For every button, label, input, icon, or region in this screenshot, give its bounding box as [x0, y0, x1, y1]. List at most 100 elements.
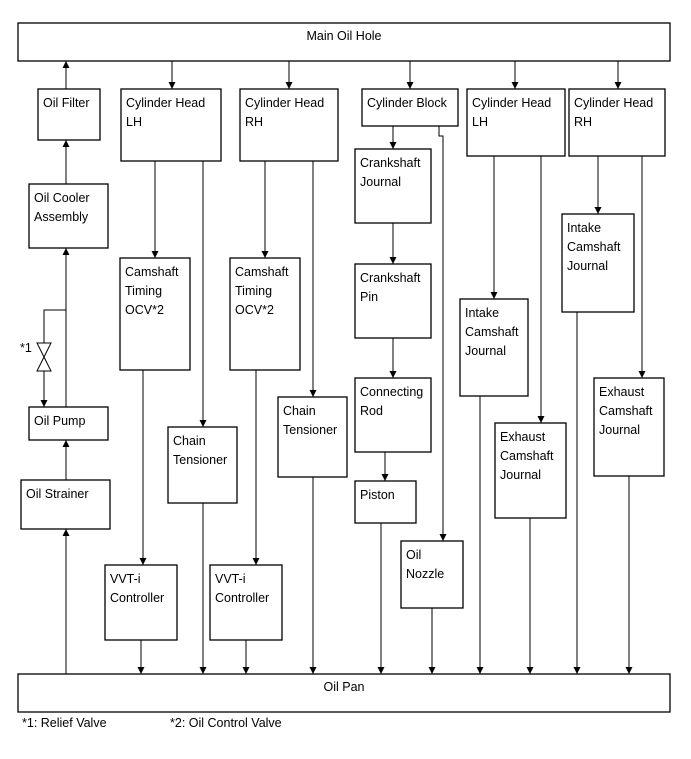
flow-arrowhead [139, 558, 147, 565]
flow-arrowhead [40, 400, 48, 407]
box-outline [494, 422, 567, 519]
box-oil-strainer: Oil Strainer [20, 479, 111, 530]
flow-arrowhead [309, 390, 317, 397]
flow-arrowhead [389, 257, 397, 264]
flow-arrowhead [62, 440, 70, 447]
flow-arrowhead [199, 667, 207, 674]
flow-arrowhead [62, 140, 70, 147]
box-label: Exhaust [500, 430, 546, 444]
box-label: RH [574, 115, 592, 129]
box-label: Journal [567, 259, 608, 273]
box-outline [229, 257, 301, 371]
flow-arrowhead [62, 529, 70, 536]
box-outline [354, 480, 417, 524]
box-label: Oil Pan [324, 680, 365, 694]
box-label: Oil Pump [34, 414, 85, 428]
box-outline [239, 88, 339, 162]
flow-arrowhead [242, 667, 250, 674]
box-label: Chain [283, 404, 316, 418]
box-label: OCV*2 [235, 303, 274, 317]
box-outline [466, 88, 566, 157]
flow-arrowhead [168, 82, 176, 89]
box-cyl-block: Cylinder Block [361, 88, 459, 127]
box-outline [593, 377, 665, 477]
box-label: Controller [215, 591, 269, 605]
box-label: Connecting [360, 385, 423, 399]
flow-arrowhead [511, 82, 519, 89]
flow-arrowhead [573, 667, 581, 674]
box-label: Journal [465, 344, 506, 358]
box-oil-pan: Oil Pan [17, 673, 671, 713]
box-outline [20, 479, 111, 530]
flow-arrowhead [389, 371, 397, 378]
flow-line [438, 126, 444, 541]
box-label: Oil Filter [43, 96, 90, 110]
flow-arrowhead [62, 248, 70, 255]
box-label: Journal [360, 175, 401, 189]
box-label: Chain [173, 434, 206, 448]
flow-arrowhead [199, 420, 207, 427]
box-label: Pin [360, 290, 378, 304]
box-label: Journal [599, 423, 640, 437]
flow-arrowhead [261, 251, 269, 258]
box-main-oil-hole: Main Oil Hole [17, 22, 671, 62]
box-outline [354, 263, 432, 339]
box-label: Oil [406, 548, 421, 562]
box-label: Camshaft [599, 404, 653, 418]
flow-arrowhead [252, 558, 260, 565]
box-oil-pump: Oil Pump [28, 406, 109, 441]
flow-arrowhead [62, 61, 70, 68]
box-outline [354, 377, 432, 453]
flow-arrowhead [625, 667, 633, 674]
box-label: Main Oil Hole [306, 29, 381, 43]
box-label: Cylinder Head [126, 96, 205, 110]
box-label: Intake [465, 306, 499, 320]
box-outline [28, 183, 109, 249]
flow-arrowhead [285, 82, 293, 89]
flow-line [43, 309, 66, 343]
flow-arrowhead [377, 667, 385, 674]
box-label: Rod [360, 404, 383, 418]
box-label: Camshaft [235, 265, 289, 279]
flow-arrowhead [389, 142, 397, 149]
box-label: VVT-i [215, 572, 246, 586]
flow-arrowhead [537, 416, 545, 423]
flow-arrowhead [490, 292, 498, 299]
flow-arrowhead [309, 667, 317, 674]
box-label: OCV*2 [125, 303, 164, 317]
box-label: LH [472, 115, 488, 129]
box-label: Controller [110, 591, 164, 605]
box-label: Camshaft [125, 265, 179, 279]
box-label: Piston [360, 488, 395, 502]
box-label: VVT-i [110, 572, 141, 586]
box-label: Camshaft [500, 449, 554, 463]
flow-arrowhead [428, 667, 436, 674]
box-label: Cylinder Head [245, 96, 324, 110]
box-outline [17, 22, 671, 62]
box-outline [568, 88, 666, 157]
box-label: Tensioner [173, 453, 227, 467]
flow-arrowhead [151, 251, 159, 258]
box-outline [28, 406, 109, 441]
box-outline [209, 564, 283, 641]
flow-arrowhead [137, 667, 145, 674]
box-label: Crankshaft [360, 271, 421, 285]
box-label: Crankshaft [360, 156, 421, 170]
box-outline [277, 396, 348, 478]
box-label: RH [245, 115, 263, 129]
box-outline [459, 298, 529, 397]
